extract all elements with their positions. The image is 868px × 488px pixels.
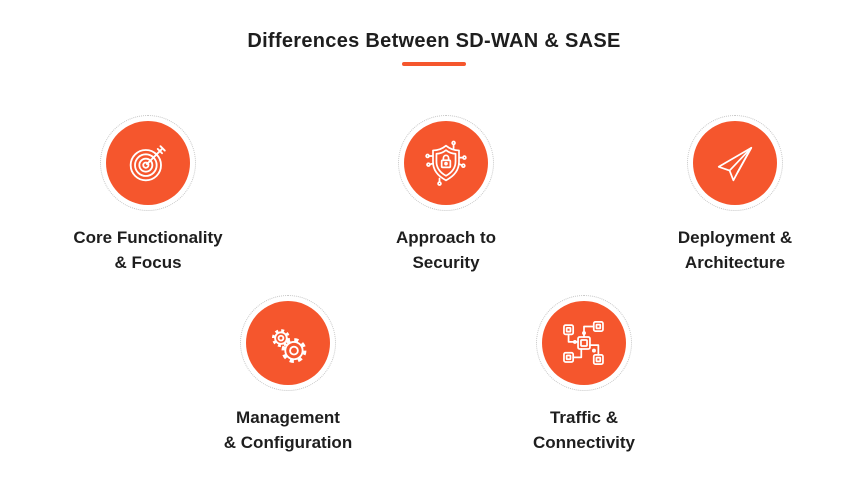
dotted-ring	[687, 115, 783, 211]
item-label-line1: Deployment &	[677, 228, 793, 247]
item-approach-to-security: Approach to Security	[326, 115, 566, 275]
item-label: Core Functionality & Focus	[28, 225, 268, 275]
item-management-configuration: Management & Configuration	[168, 295, 408, 455]
item-label-line1: Approach to	[395, 228, 497, 247]
item-label-line1: Traffic &	[549, 408, 619, 427]
item-label-line2: Architecture	[684, 253, 786, 272]
item-label-line1: Core Functionality	[73, 228, 223, 247]
icon-circle	[693, 121, 777, 205]
page-title: Differences Between SD-WAN & SASE	[247, 30, 621, 52]
icon-circle	[246, 301, 330, 385]
dotted-ring	[240, 295, 336, 391]
icon-circle	[542, 301, 626, 385]
shield-lock-icon	[425, 140, 467, 186]
icon-circle	[404, 121, 488, 205]
paper-plane-icon	[717, 146, 753, 182]
item-traffic-connectivity: Traffic & Connectivity	[464, 295, 704, 455]
item-label-line1: Management	[236, 408, 340, 427]
dotted-ring	[100, 115, 196, 211]
icon-circle	[106, 121, 190, 205]
item-label-line2: Security	[412, 253, 480, 272]
item-deployment-architecture: Deployment & Architecture	[615, 115, 855, 275]
item-core-functionality: Core Functionality & Focus	[28, 115, 268, 275]
item-label: Approach to Security	[326, 225, 566, 275]
header: Differences Between SD-WAN & SASE	[0, 30, 868, 66]
item-label-line2: Connectivity	[532, 433, 636, 452]
title-underline	[402, 62, 466, 66]
item-label-line2: & Focus	[114, 253, 182, 272]
gears-icon	[271, 329, 307, 364]
item-label: Traffic & Connectivity	[464, 405, 704, 455]
dotted-ring	[536, 295, 632, 391]
item-label-line2: & Configuration	[223, 433, 353, 452]
item-label: Deployment & Architecture	[615, 225, 855, 275]
dotted-ring	[398, 115, 494, 211]
network-icon	[563, 321, 604, 365]
item-label: Management & Configuration	[168, 405, 408, 455]
target-icon	[129, 145, 166, 182]
